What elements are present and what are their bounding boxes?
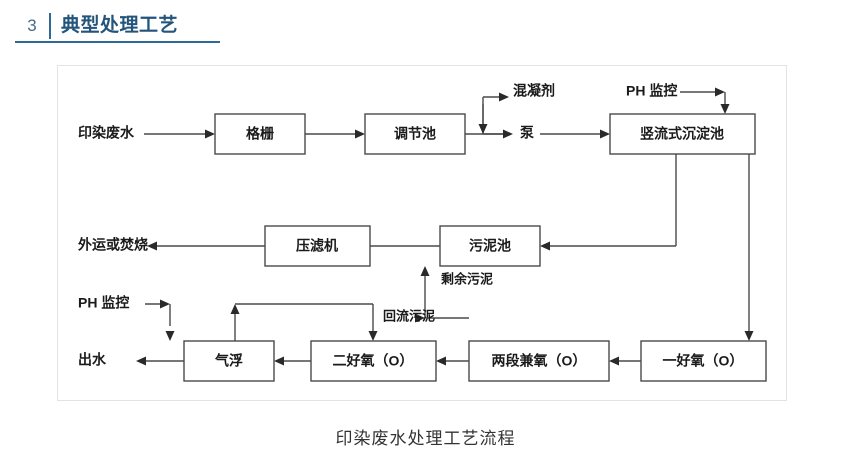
node-anoxic[interactable]: 两段兼氧（O） (468, 340, 610, 382)
node-aerobic1-label: 一好氧（O） (663, 353, 744, 369)
section-divider (49, 12, 51, 39)
edge-anoxic-to-sludge-pool (415, 266, 469, 323)
edge-ph-top-to-settler (680, 87, 730, 114)
label-discharge: 外运或焚烧 (78, 237, 148, 253)
node-settler[interactable]: 竖流式沉淀池 (609, 113, 756, 155)
edge-flotation-to-aerobic2-return (230, 303, 378, 341)
node-regulate-label: 调节池 (394, 126, 436, 142)
label-pump: 泵 (520, 125, 534, 141)
section-number: 3 (27, 16, 37, 35)
edge-grille-to-regulate (305, 129, 365, 139)
edge-flotation-to-outlet (136, 356, 184, 366)
edge-settler-to-sludge-pool (540, 154, 677, 251)
label-return-sludge: 回流污泥 (383, 308, 435, 323)
edge-pump-to-settler (540, 129, 610, 139)
node-sludge-pool[interactable]: 污泥池 (439, 225, 541, 267)
node-anoxic-label: 两段兼氧（O） (492, 353, 587, 369)
node-filter-press[interactable]: 压滤机 (264, 225, 371, 267)
node-aerobic2[interactable]: 二好氧（O） (310, 340, 437, 382)
flow-diagram: 格栅 调节池 竖流式沉淀池 压滤机 污泥池 气浮 二好氧（O） 两段兼氧（O） (78, 83, 767, 382)
edge-ph-bottom-to-flotation (145, 299, 175, 341)
node-grille[interactable]: 格栅 (214, 113, 306, 155)
label-ph-bottom: PH 监控 (78, 295, 129, 311)
edge-aerobic2-to-flotation (274, 356, 311, 366)
edge-anoxic-to-aerobic2 (436, 356, 469, 366)
node-sludge-pool-label: 污泥池 (469, 238, 511, 254)
node-grille-label: 格栅 (246, 126, 274, 142)
edge-settler-to-aerobic1 (744, 154, 754, 341)
label-ph-top: PH 监控 (626, 83, 677, 99)
edge-filter-press-to-discharge (147, 241, 265, 251)
figure-caption: 印染废水处理工艺流程 (335, 429, 516, 448)
label-coagulant: 混凝剂 (513, 83, 555, 99)
node-flotation[interactable]: 气浮 (183, 340, 275, 382)
edge-branch-to-pump (483, 129, 513, 139)
node-aerobic1[interactable]: 一好氧（O） (640, 340, 767, 382)
section-title: 典型处理工艺 (61, 15, 179, 36)
node-settler-label: 竖流式沉淀池 (640, 126, 724, 142)
node-flotation-label: 气浮 (214, 353, 243, 369)
label-outlet: 出水 (78, 352, 107, 368)
node-regulate[interactable]: 调节池 (364, 113, 466, 155)
node-filter-press-label: 压滤机 (296, 238, 338, 254)
label-inlet: 印染废水 (78, 125, 135, 141)
edge-branch-to-coagulant (478, 92, 509, 134)
flow-diagram-container: 格栅 调节池 竖流式沉淀池 压滤机 污泥池 气浮 二好氧（O） 两段兼氧（O） (57, 65, 787, 401)
edge-inlet-to-grille (144, 129, 215, 139)
edge-aerobic1-to-anoxic (609, 356, 641, 366)
label-excess-sludge: 剩余污泥 (441, 271, 493, 286)
section-header: 3 典型处理工艺 (15, 10, 220, 43)
node-aerobic2-label: 二好氧（O） (333, 353, 414, 369)
